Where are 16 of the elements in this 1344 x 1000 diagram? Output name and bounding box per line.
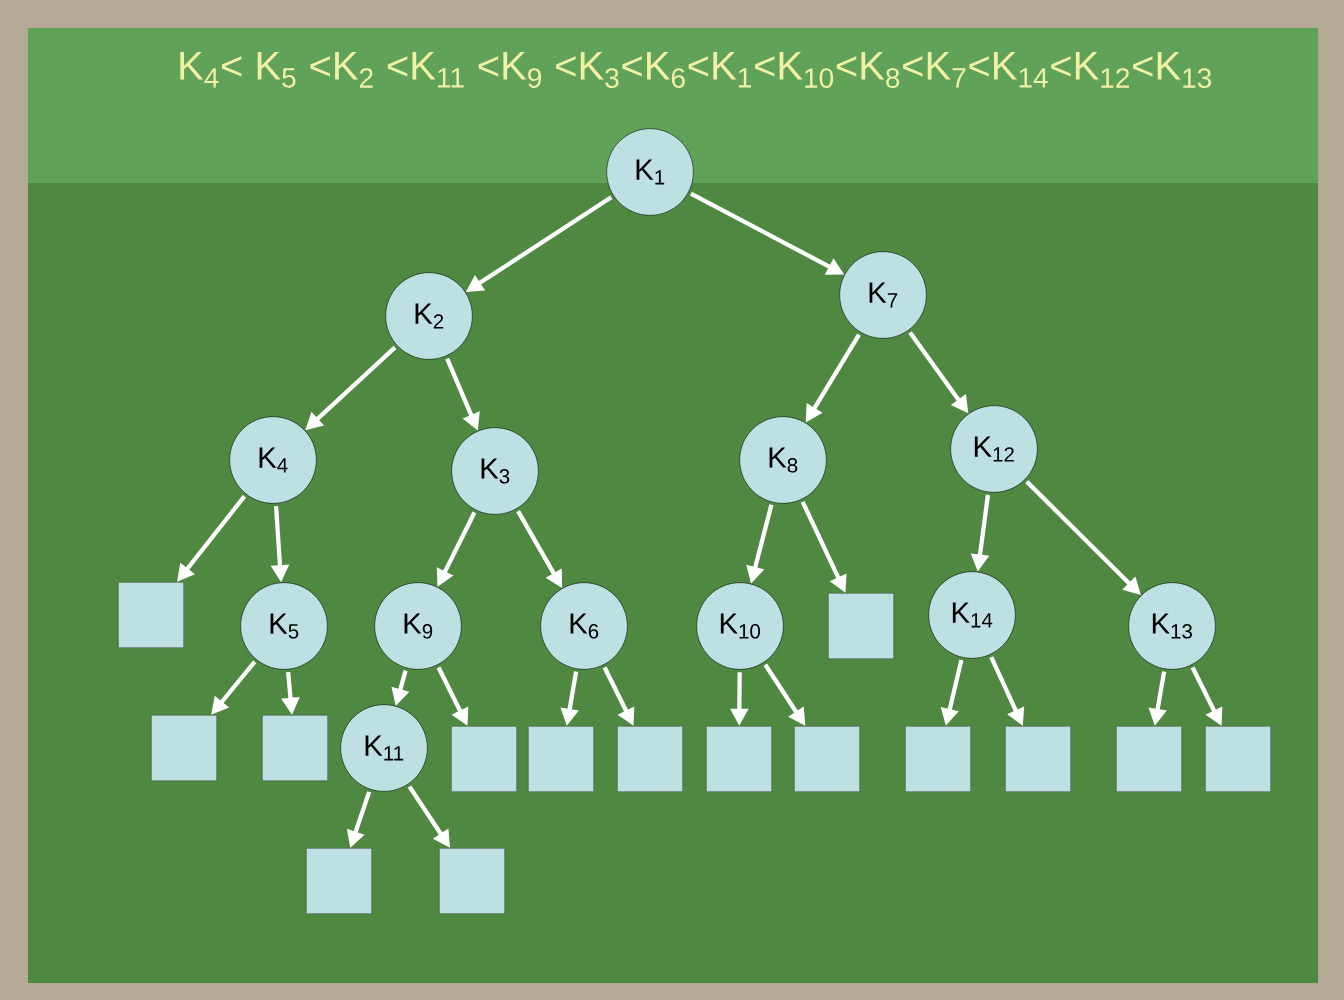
leaf-square: [1205, 726, 1271, 792]
leaf-square: [262, 715, 328, 781]
leaf-square: [528, 726, 594, 792]
leaf-square: [905, 726, 971, 792]
leaf-square: [794, 726, 860, 792]
leaf-square: [306, 848, 372, 914]
leaf-square: [151, 715, 217, 781]
leaf-square: [118, 582, 184, 648]
leaf-square: [828, 593, 894, 659]
leaf-square: [1005, 726, 1071, 792]
leaf-square: [706, 726, 772, 792]
leaf-square: [617, 726, 683, 792]
title: K$_{4}$< K$_{5}$ <K$_{2}$ <K$_{11}$ <K$_{9}$ <K$_{3}$<K$_{6}$<K$_{1}$<K$_{10}$<K$_{8}$<K$_{7}$<K$_{14}$<K$_{12}$<K$_{13}$: [180, 52, 1212, 88]
leaf-square: [1116, 726, 1182, 792]
leaf-square: [451, 726, 517, 792]
leaf-square: [439, 848, 505, 914]
